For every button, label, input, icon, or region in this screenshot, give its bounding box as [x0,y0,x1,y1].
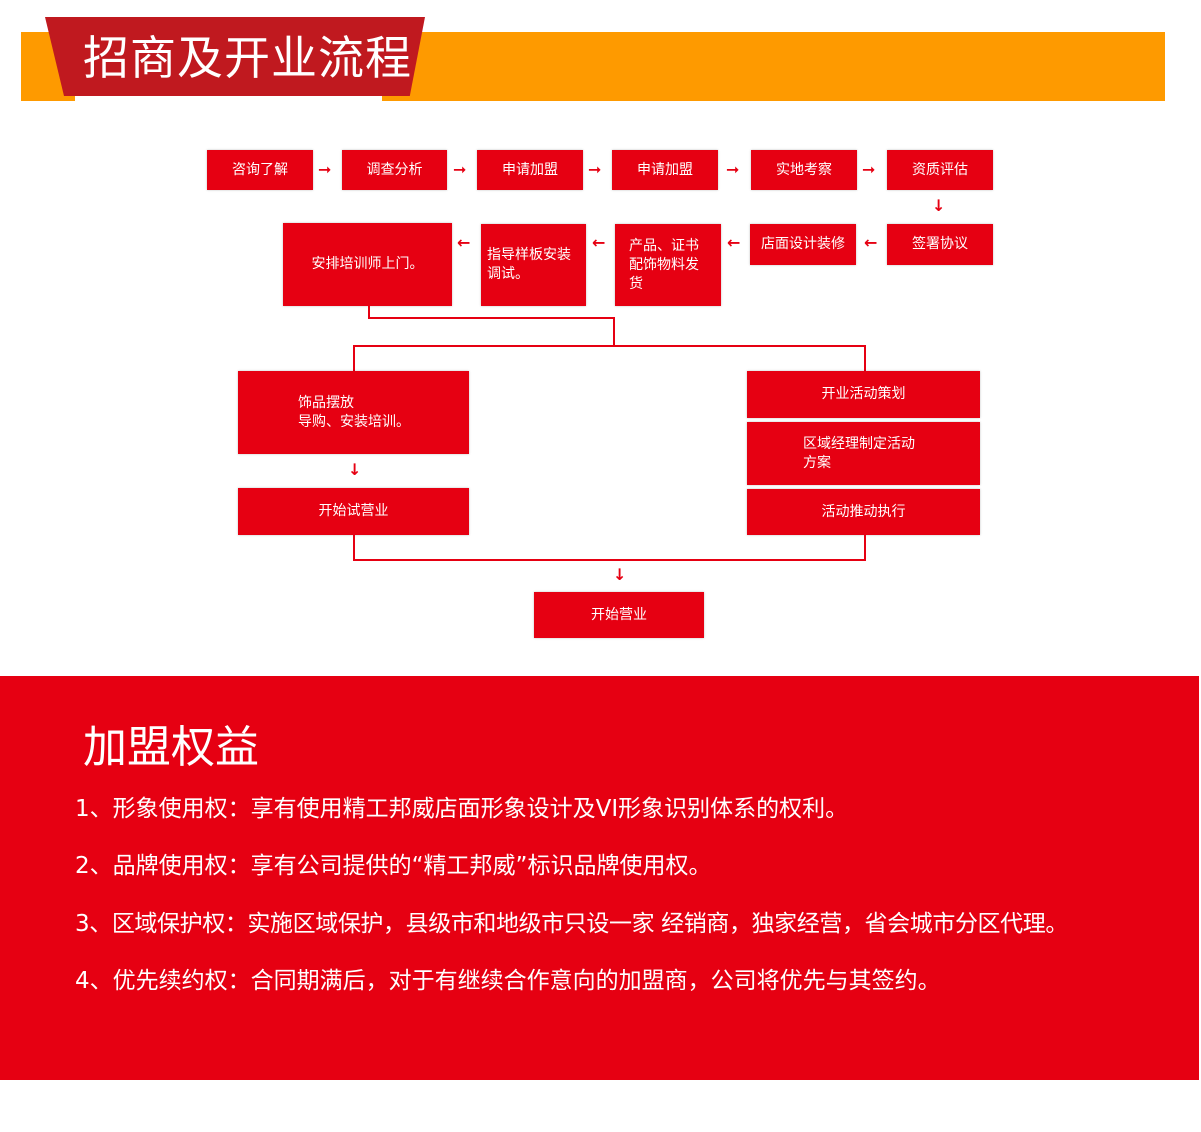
connector [353,345,355,372]
flow-step: 活动推动执行 [747,489,980,535]
connector [864,345,866,372]
flow-step: 实地考察 [751,150,857,190]
header-title-banner [45,17,425,96]
connector [368,317,615,319]
benefit-item: 2、品牌使用权：享有公司提供的“精工邦威”标识品牌使用权。 [75,853,712,879]
flow-step: 店面设计装修 [750,224,856,265]
benefit-item: 1、形象使用权：享有使用精工邦威店面形象设计及VI形象识别体系的权利。 [75,796,849,822]
arrow-down-icon: ↓ [348,460,362,479]
flow-step: 调查分析 [342,150,447,190]
connector [353,559,866,561]
arrow-left-icon: ← [864,233,878,252]
connector [864,535,866,561]
arrow-down-icon: ↓ [613,565,627,584]
arrow-right-icon: ➞ [588,160,602,179]
benefit-item: 4、优先续约权：合同期满后，对于有继续合作意向的加盟商，公司将优先与其签约。 [75,968,941,994]
benefit-item: 3、区域保护权：实施区域保护，县级市和地级市只设一家 经销商，独家经营，省会城市… [75,911,1068,937]
flow-step: 申请加盟 [477,150,583,190]
flow-step: 开始试营业 [238,488,469,535]
flow-step: 安排培训师上门。 [283,223,452,306]
header-gap [75,95,382,103]
connector [368,306,370,319]
arrow-right-icon: ➞ [318,160,332,179]
flow-step: 开业活动策划 [747,371,980,418]
page-title: 招商及开业流程 [83,31,412,85]
benefits-title: 加盟权益 [83,722,259,773]
flow-step: 咨询了解 [207,150,313,190]
flow-final-step: 开始营业 [534,592,704,638]
arrow-right-icon: ➞ [726,160,740,179]
connector [353,535,355,561]
flow-step: 申请加盟 [612,150,718,190]
flow-step: 资质评估 [887,150,993,190]
flow-step: 饰品摆放 导购、安装培训。 [238,371,469,454]
flow-step: 产品、证书配饰物料发货 [615,224,721,306]
arrow-right-icon: ➞ [453,160,467,179]
arrow-down-icon: ↓ [932,196,946,215]
arrow-left-icon: ← [457,233,471,252]
connector [613,317,615,347]
flow-step: 签署协议 [887,224,993,265]
flow-step: 区域经理制定活动 方案 [747,422,980,485]
arrow-left-icon: ← [592,233,606,252]
flow-step: 指导样板安装调试。 [481,224,586,306]
arrow-right-icon: ➞ [862,160,876,179]
arrow-left-icon: ← [727,233,741,252]
connector [353,345,866,347]
benefits-section [0,676,1199,1080]
